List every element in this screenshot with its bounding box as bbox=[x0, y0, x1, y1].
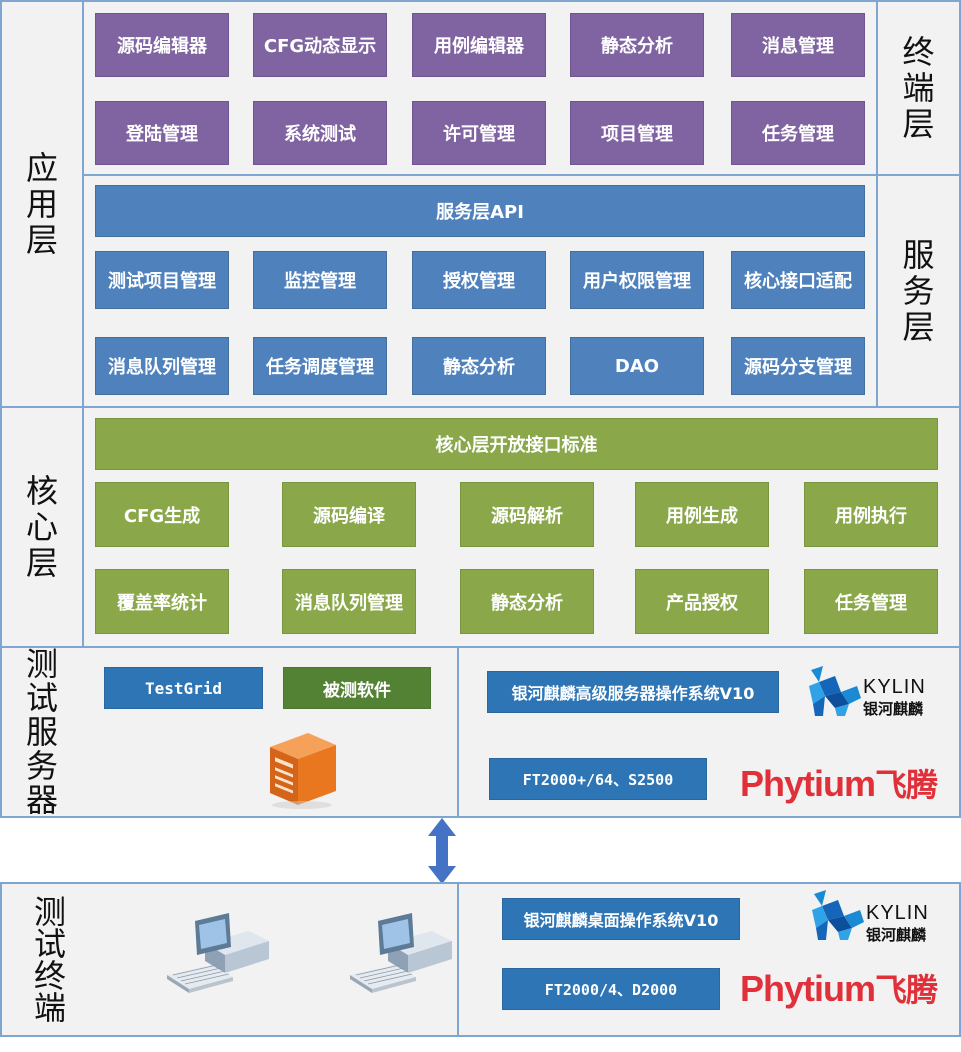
core-module: 静态分析 bbox=[460, 569, 594, 634]
service-module: 测试项目管理 bbox=[95, 251, 229, 309]
terminal-module: 项目管理 bbox=[570, 101, 704, 165]
core-module: 产品授权 bbox=[635, 569, 769, 634]
core-module: 源码解析 bbox=[460, 482, 594, 547]
terminal-layer-label-cell bbox=[876, 0, 961, 176]
server-cpu-box: FT2000+/64、S2500 bbox=[489, 758, 707, 800]
terminal-module: 用例编辑器 bbox=[412, 13, 546, 77]
server-icon bbox=[270, 733, 336, 809]
core-module: CFG生成 bbox=[95, 482, 229, 547]
service-layer-label: 服务层 bbox=[902, 236, 935, 346]
service-module: 核心接口适配 bbox=[731, 251, 865, 309]
service-module: DAO bbox=[570, 337, 704, 395]
service-api-bar: 服务层API bbox=[95, 185, 865, 237]
terminal-module: CFG动态显示 bbox=[253, 13, 387, 77]
core-module: 用例执行 bbox=[804, 482, 938, 547]
service-module: 授权管理 bbox=[412, 251, 546, 309]
core-module: 覆盖率统计 bbox=[95, 569, 229, 634]
core-module: 源码编译 bbox=[282, 482, 416, 547]
core-module: 任务管理 bbox=[804, 569, 938, 634]
service-module: 静态分析 bbox=[412, 337, 546, 395]
kylin-mark-icon bbox=[812, 890, 864, 940]
kylin-logo: KYLIN 银河麒麟 bbox=[805, 664, 950, 718]
service-module: 用户权限管理 bbox=[570, 251, 704, 309]
computer-icon bbox=[350, 913, 452, 993]
service-module: 源码分支管理 bbox=[731, 337, 865, 395]
test-server-label: 测试服务器 bbox=[25, 645, 58, 819]
server-os-box: 银河麒麟高级服务器操作系统V10 bbox=[487, 671, 779, 713]
terminal-module: 静态分析 bbox=[570, 13, 704, 77]
core-api-bar: 核心层开放接口标准 bbox=[95, 418, 938, 470]
app-layer-label-cell bbox=[0, 0, 84, 408]
core-layer-label: 核心层 bbox=[25, 472, 58, 582]
bidirectional-arrow-icon bbox=[428, 818, 456, 884]
software-under-test-box: 被测软件 bbox=[283, 667, 431, 709]
terminal-module: 消息管理 bbox=[731, 13, 865, 77]
core-module: 消息队列管理 bbox=[282, 569, 416, 634]
testgrid-box: TestGrid bbox=[104, 667, 263, 709]
phytium-logo: Phytium飞腾 bbox=[740, 968, 938, 1009]
kylin-logo: KYLIN 银河麒麟 bbox=[808, 888, 953, 944]
core-layer-label-cell bbox=[0, 406, 84, 648]
terminal-module: 系统测试 bbox=[253, 101, 387, 165]
core-module: 用例生成 bbox=[635, 482, 769, 547]
service-module: 任务调度管理 bbox=[253, 337, 387, 395]
test-terminal-label: 测试终端 bbox=[33, 892, 66, 1027]
app-layer-label: 应用层 bbox=[25, 149, 58, 259]
terminal-module: 任务管理 bbox=[731, 101, 865, 165]
terminal-module: 许可管理 bbox=[412, 101, 546, 165]
service-module: 消息队列管理 bbox=[95, 337, 229, 395]
terminal-os-box: 银河麒麟桌面操作系统V10 bbox=[502, 898, 740, 940]
computer-icon bbox=[167, 913, 269, 993]
kylin-mark-icon bbox=[809, 666, 861, 716]
terminal-cpu-box: FT2000/4、D2000 bbox=[502, 968, 720, 1010]
service-module: 监控管理 bbox=[253, 251, 387, 309]
terminal-module: 源码编辑器 bbox=[95, 13, 229, 77]
phytium-logo: Phytium飞腾 bbox=[740, 763, 938, 804]
terminal-module: 登陆管理 bbox=[95, 101, 229, 165]
service-layer-label-cell bbox=[876, 174, 961, 408]
terminal-layer-label: 终端层 bbox=[902, 33, 935, 143]
